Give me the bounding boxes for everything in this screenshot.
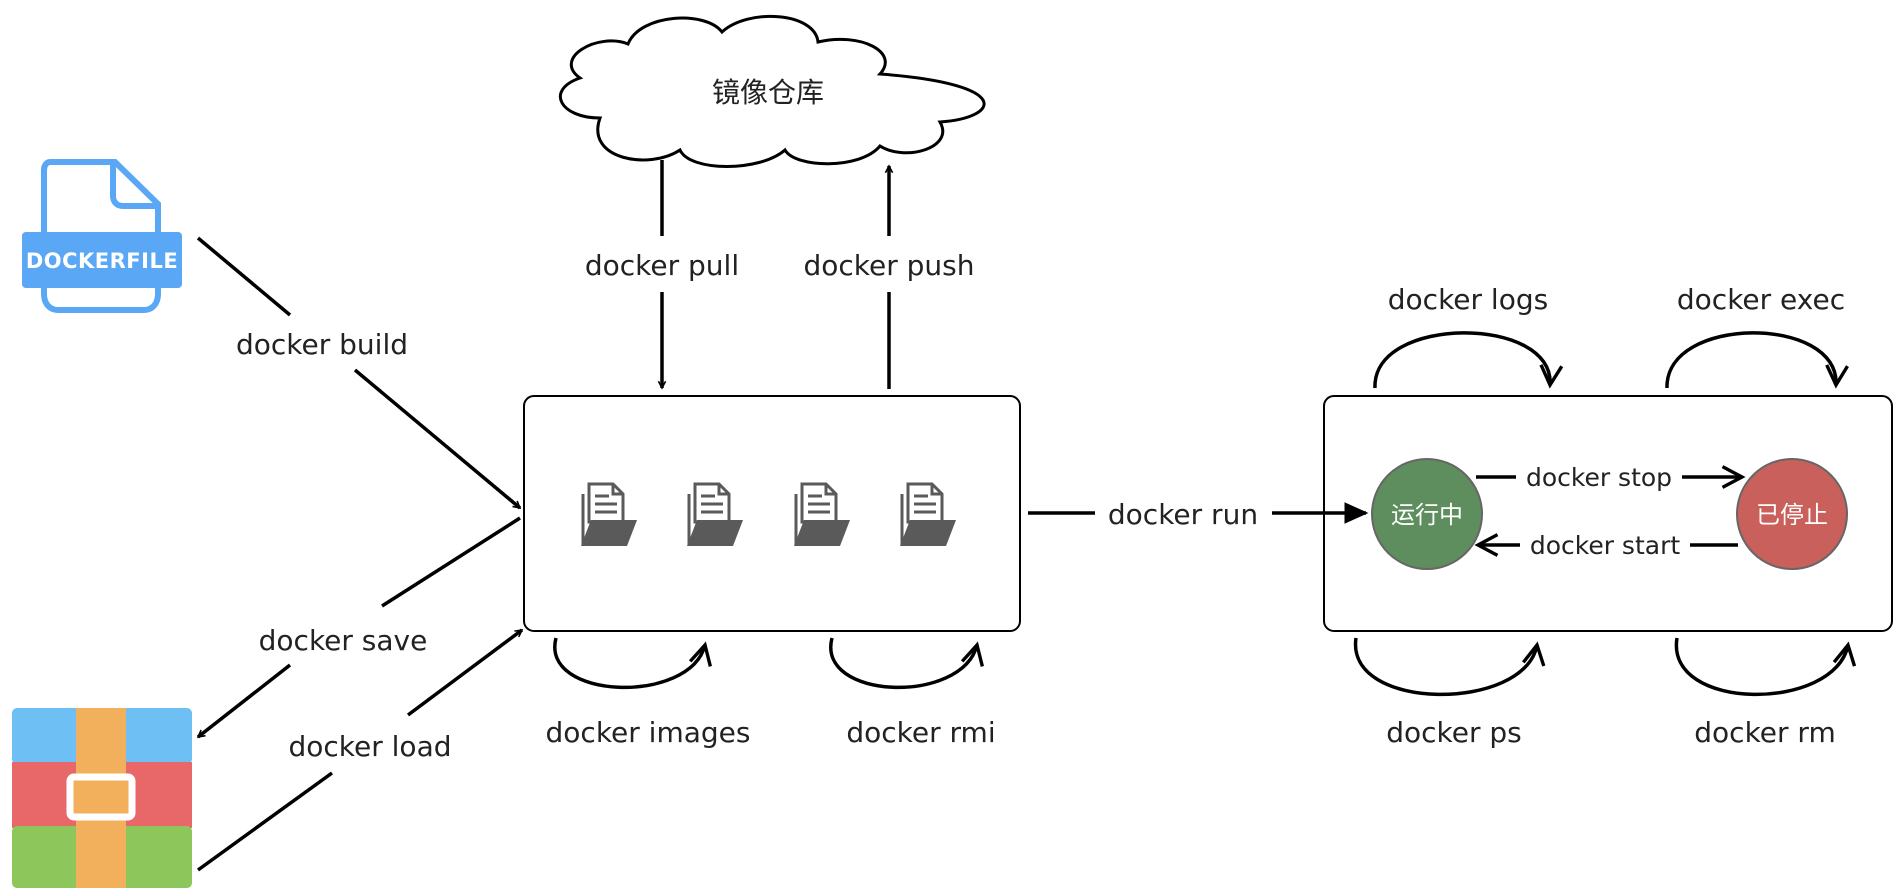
- running-label: 运行中: [1391, 501, 1463, 529]
- ps-loop-arrow: docker ps: [1354, 637, 1546, 749]
- save-label: docker save: [259, 624, 428, 657]
- run-arrow: docker run: [1028, 498, 1369, 531]
- stopped-label: 已停止: [1756, 501, 1828, 529]
- load-label: docker load: [289, 730, 452, 763]
- logs-label: docker logs: [1388, 283, 1548, 316]
- rm-label: docker rm: [1694, 716, 1835, 749]
- run-label: docker run: [1108, 498, 1258, 531]
- exec-label: docker exec: [1677, 283, 1845, 316]
- stop-arrow: docker stop: [1476, 463, 1746, 492]
- images-box: [523, 395, 1021, 632]
- save-arrow: docker save: [198, 516, 521, 739]
- ps-label: docker ps: [1386, 716, 1522, 749]
- registry-cloud: 镜像仓库: [558, 14, 986, 168]
- registry-label: 镜像仓库: [712, 76, 824, 109]
- rmi-label: docker rmi: [846, 716, 995, 749]
- exec-loop-arrow: docker exec: [1665, 283, 1849, 389]
- load-arrow: docker load: [196, 628, 522, 872]
- start-arrow: docker start: [1474, 531, 1738, 560]
- running-state: [1371, 458, 1483, 570]
- build-arrow: docker build: [196, 236, 520, 510]
- dockerfile-icon: DOCKERFILE: [22, 159, 182, 313]
- stopped-state: [1736, 458, 1848, 570]
- push-arrow: docker push: [803, 166, 975, 389]
- dockerfile-label: DOCKERFILE: [26, 249, 178, 273]
- rm-loop-arrow: docker rm: [1674, 637, 1857, 749]
- push-label: docker push: [803, 249, 974, 282]
- logs-loop-arrow: docker logs: [1373, 283, 1564, 389]
- images-loop-arrow: docker images: [546, 637, 751, 749]
- cloud-icon: [558, 14, 986, 168]
- images-label: docker images: [546, 716, 751, 749]
- archive-icon: [12, 708, 192, 888]
- build-label: docker build: [236, 328, 408, 361]
- start-label: docker start: [1530, 531, 1681, 560]
- pull-arrow: docker pull: [585, 160, 739, 388]
- rmi-loop-arrow: docker rmi: [829, 637, 996, 749]
- pull-label: docker pull: [585, 249, 739, 282]
- stop-label: docker stop: [1526, 463, 1672, 492]
